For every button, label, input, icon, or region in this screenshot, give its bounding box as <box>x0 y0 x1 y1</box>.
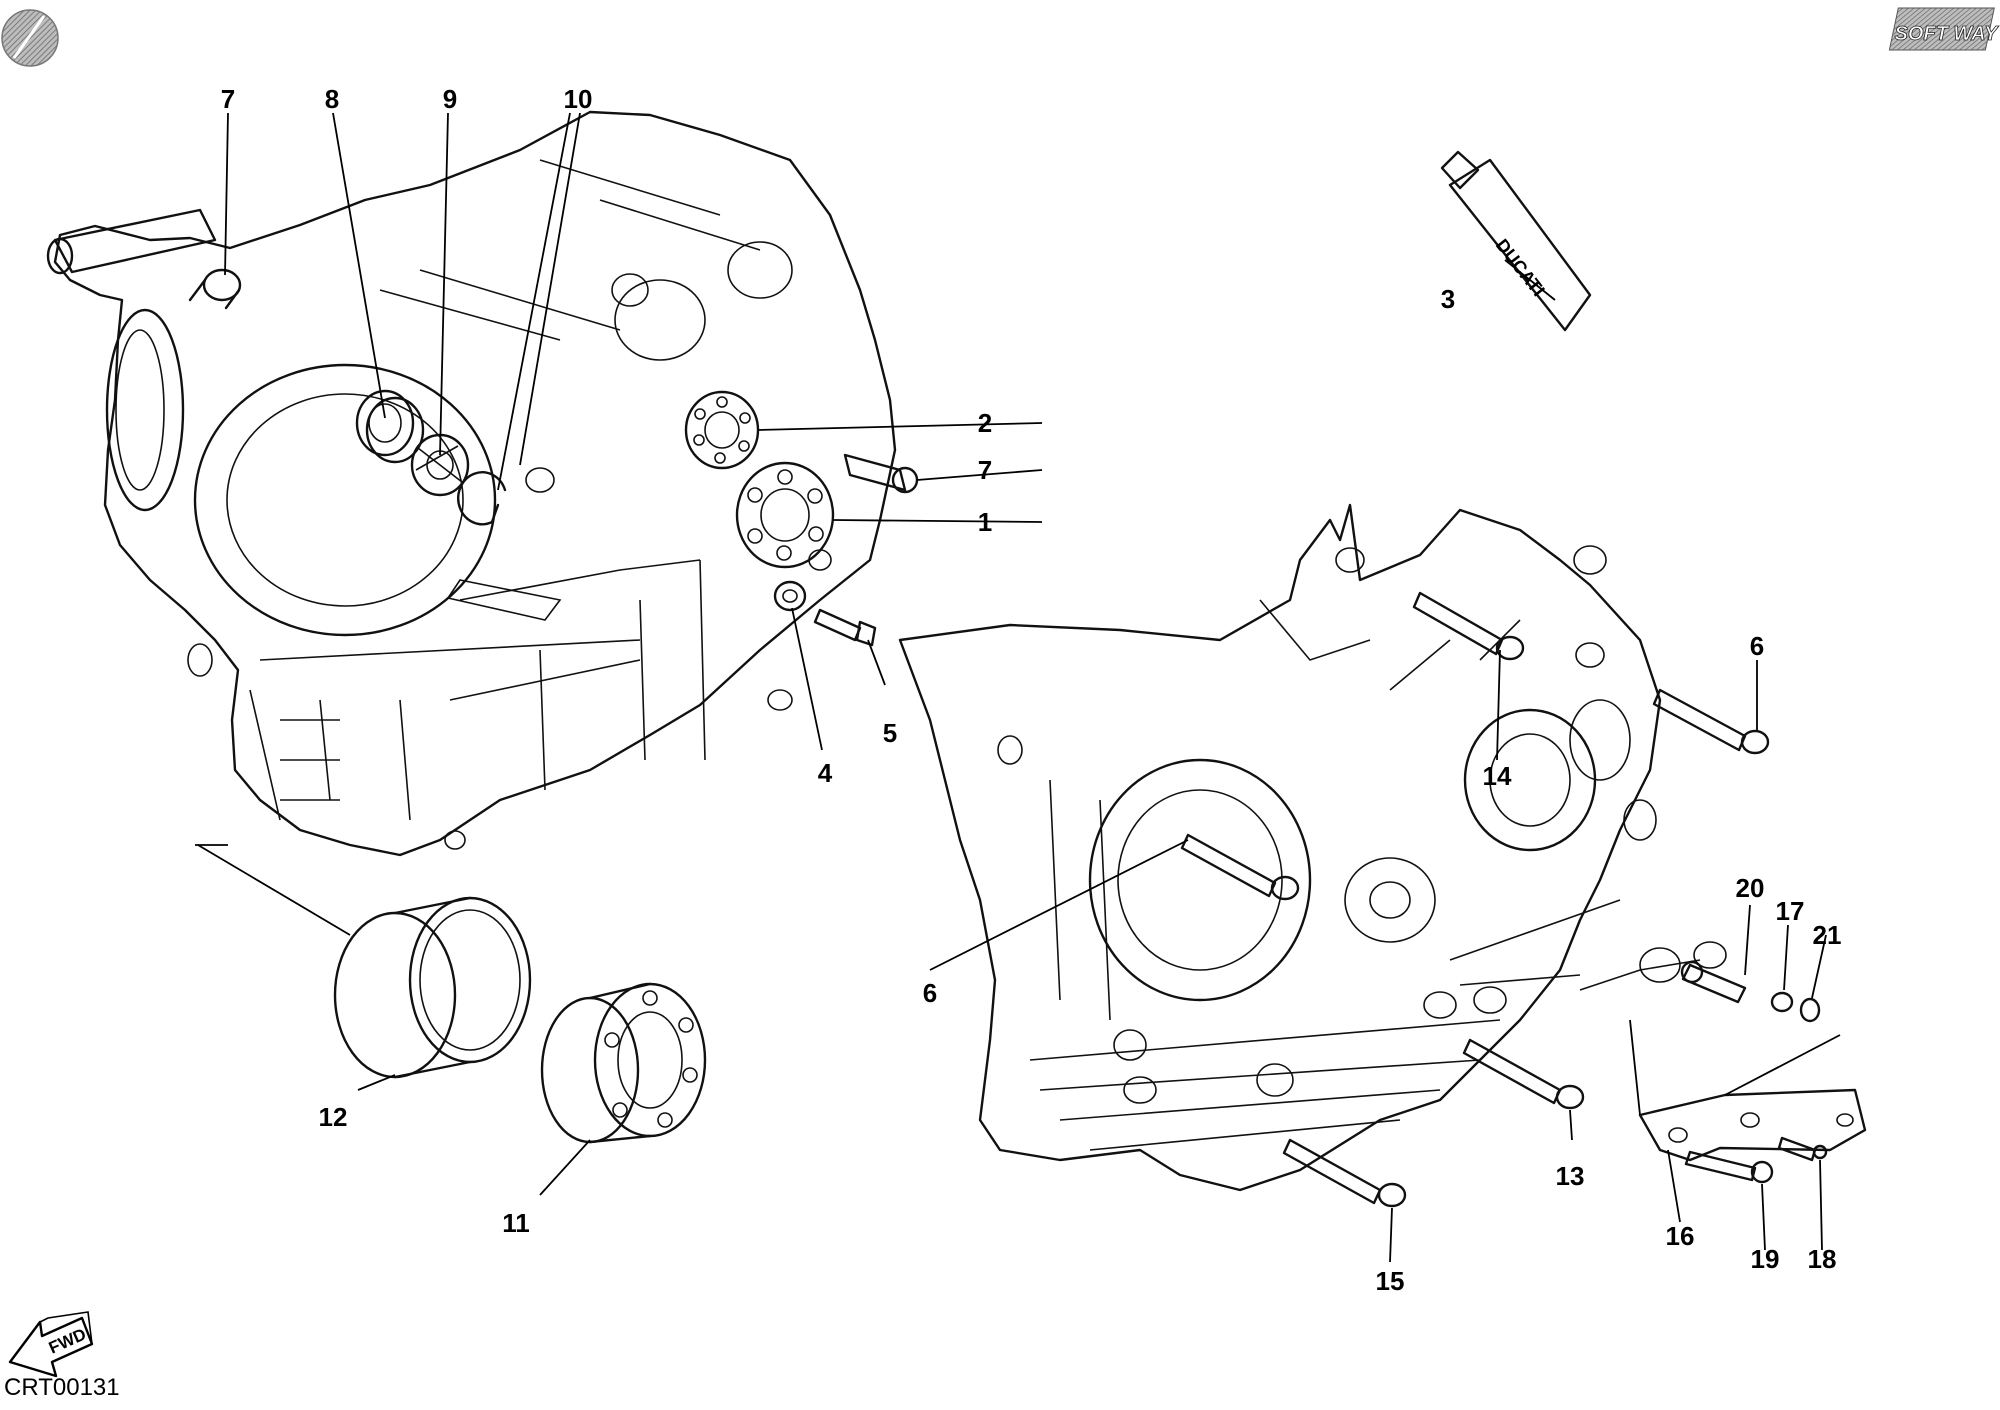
callout-6-center: 6 <box>923 978 937 1008</box>
spacer-20 <box>1680 960 1747 1004</box>
nut-21 <box>1799 997 1821 1023</box>
callout-10: 10 <box>564 84 593 114</box>
callout-20: 20 <box>1736 873 1765 903</box>
callout-18: 18 <box>1808 1244 1837 1274</box>
screw-18 <box>1777 1136 1828 1162</box>
screw-13 <box>1462 1038 1585 1110</box>
roller-bearing-11 <box>540 982 707 1144</box>
svg-text:SOFT WAY: SOFT WAY <box>1895 23 2000 45</box>
left-crankcase-half <box>46 110 897 857</box>
liner-12 <box>333 896 532 1079</box>
callout-4: 4 <box>818 758 833 788</box>
washer-17 <box>1770 991 1794 1013</box>
bearing-2 <box>684 390 760 470</box>
callout-14: 14 <box>1483 761 1512 791</box>
callout-7-right: 7 <box>978 455 992 485</box>
callout-7-top: 7 <box>221 84 235 114</box>
softway-logo: SOFT WAY <box>1888 7 2000 51</box>
circlip-10 <box>457 471 507 526</box>
callout-15: 15 <box>1376 1266 1405 1296</box>
callout-21: 21 <box>1813 920 1842 950</box>
callout-13: 13 <box>1556 1161 1585 1191</box>
bracket-16 <box>1638 1088 1867 1162</box>
callout-8: 8 <box>325 84 339 114</box>
screw-15 <box>1282 1138 1407 1208</box>
callout-labels: 7 8 9 10 2 7 1 5 4 3 12 11 6 6 14 13 15 … <box>221 84 1842 1296</box>
callout-19: 19 <box>1751 1244 1780 1274</box>
sealant-tube-3: DUCATI <box>1440 150 1592 332</box>
oil-seal-8 <box>355 389 425 464</box>
callout-17: 17 <box>1776 896 1805 926</box>
callout-3: 3 <box>1441 284 1455 314</box>
screw-19 <box>1684 1150 1774 1184</box>
callout-12: 12 <box>319 1102 348 1132</box>
callout-2: 2 <box>978 408 992 438</box>
svg-text:DUCATI: DUCATI <box>1492 235 1549 300</box>
callout-1: 1 <box>978 507 992 537</box>
dowel-pin-upper <box>188 268 242 310</box>
forward-arrow-icon: FWD <box>8 1311 94 1378</box>
screw-6-right <box>1652 688 1770 755</box>
screw-6-center <box>1180 833 1300 901</box>
washer-4 <box>773 580 807 612</box>
callout-11: 11 <box>502 1208 530 1238</box>
callout-5: 5 <box>883 718 897 748</box>
leader-lines <box>195 112 1841 1263</box>
right-crankcase-half <box>898 503 1727 1192</box>
callout-9: 9 <box>443 84 457 114</box>
screw-5 <box>813 608 877 647</box>
bearing-1 <box>735 461 835 569</box>
screw-14 <box>1412 591 1525 661</box>
dowel-pin-7 <box>843 453 919 494</box>
callout-6-right: 6 <box>1750 631 1764 661</box>
drawing-code: CRT00131 <box>4 1374 120 1401</box>
callout-16: 16 <box>1666 1221 1695 1251</box>
